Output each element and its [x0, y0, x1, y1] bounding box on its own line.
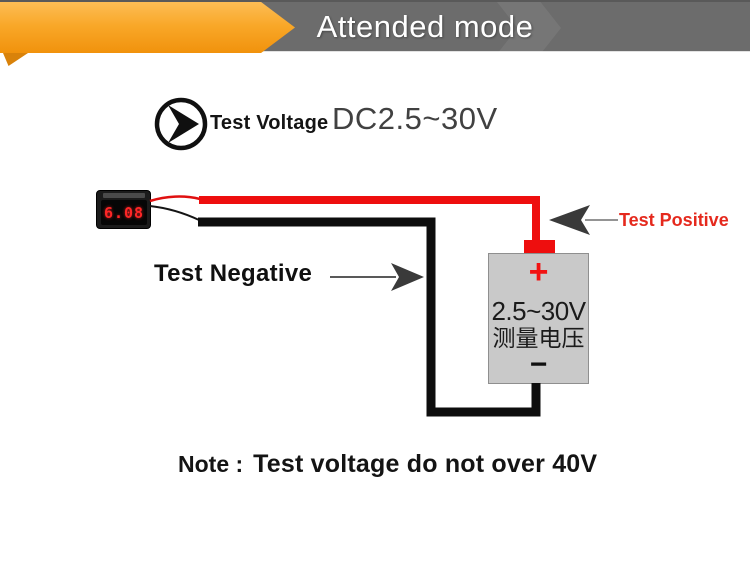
icon-arrow	[168, 105, 199, 143]
test-voltage-value: DC2.5~30V	[332, 101, 498, 136]
test-positive-label: Test Positive	[619, 210, 729, 230]
voltmeter-module: 6.08	[96, 190, 151, 229]
negative-arrowhead	[391, 263, 424, 291]
voltmeter-display: 6.08	[101, 200, 147, 225]
positive-arrowhead	[549, 205, 590, 235]
test-voltage-label: Test Voltage	[210, 112, 329, 134]
test-negative-label: Test Negative	[154, 260, 313, 287]
black-lead-wire	[149, 205, 200, 221]
battery-positive-sign: +	[528, 253, 549, 291]
red-lead-wire	[149, 195, 201, 203]
black-negative-wire	[198, 217, 541, 417]
icon-circle	[154, 97, 208, 151]
note-text: Test voltage do not over 40V	[253, 450, 598, 478]
positive-terminal-connector	[524, 240, 555, 253]
note-line: Note : Test voltage do not over 40V	[178, 450, 597, 479]
ribbon-fold-corner	[3, 53, 28, 66]
voltmeter-reading: 6.08	[103, 203, 145, 222]
battery-negative-sign: −	[529, 348, 548, 381]
page-title: Attended mode	[316, 9, 534, 44]
voltmeter-top-connector	[103, 193, 145, 198]
play-arrow-circle-icon	[154, 97, 208, 151]
battery-box: + 2.5~30V 测量电压 −	[488, 253, 589, 384]
red-positive-wire	[199, 196, 540, 247]
orange-ribbon-arrow	[0, 2, 295, 53]
note-prefix: Note :	[178, 451, 244, 477]
battery-voltage-range: 2.5~30V	[491, 296, 586, 326]
